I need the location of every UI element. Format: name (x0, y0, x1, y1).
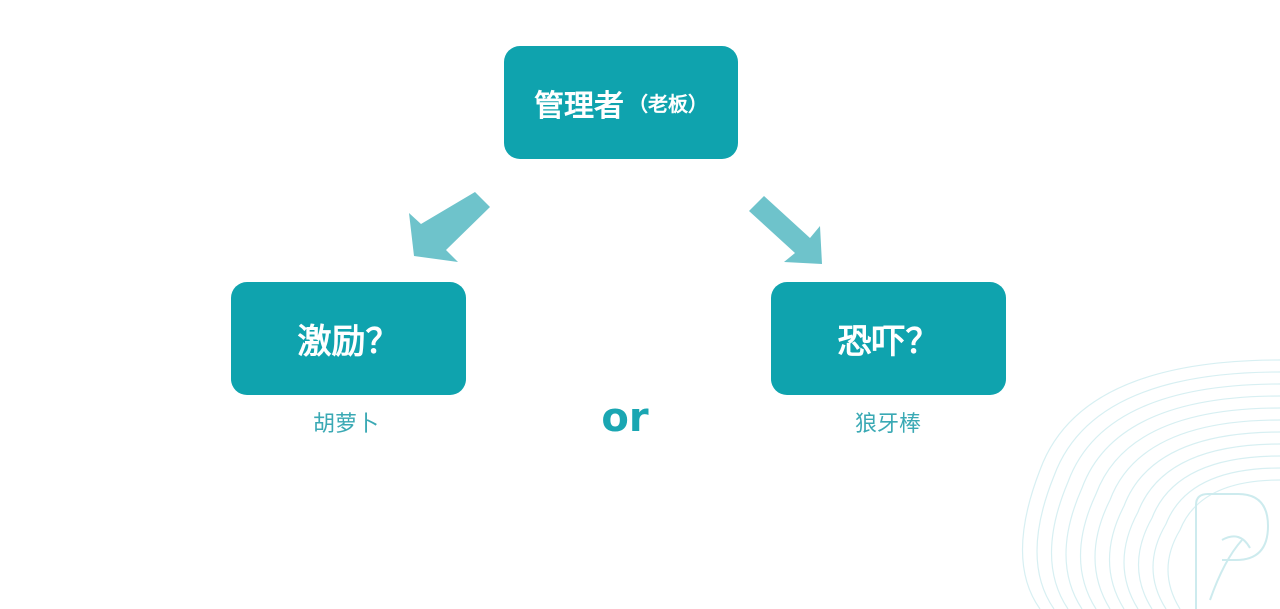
incentive-caption: 胡萝卜 (312, 412, 379, 437)
intimidation-title: 恐吓？ (837, 322, 940, 362)
or-label: or (601, 395, 649, 441)
intimidation-caption: 狼牙棒 (854, 412, 921, 437)
arrow-down-left-icon (409, 192, 490, 262)
arrow-down-right-icon (749, 196, 822, 264)
incentive-title: 激励？ (297, 322, 400, 362)
manager-node: 管理者 （老板） (504, 46, 738, 159)
manager-subtitle: （老板） (628, 92, 708, 116)
manager-title: 管理者 (534, 88, 624, 124)
incentive-node: 激励？ (231, 282, 466, 395)
intimidation-node: 恐吓？ (771, 282, 1006, 395)
